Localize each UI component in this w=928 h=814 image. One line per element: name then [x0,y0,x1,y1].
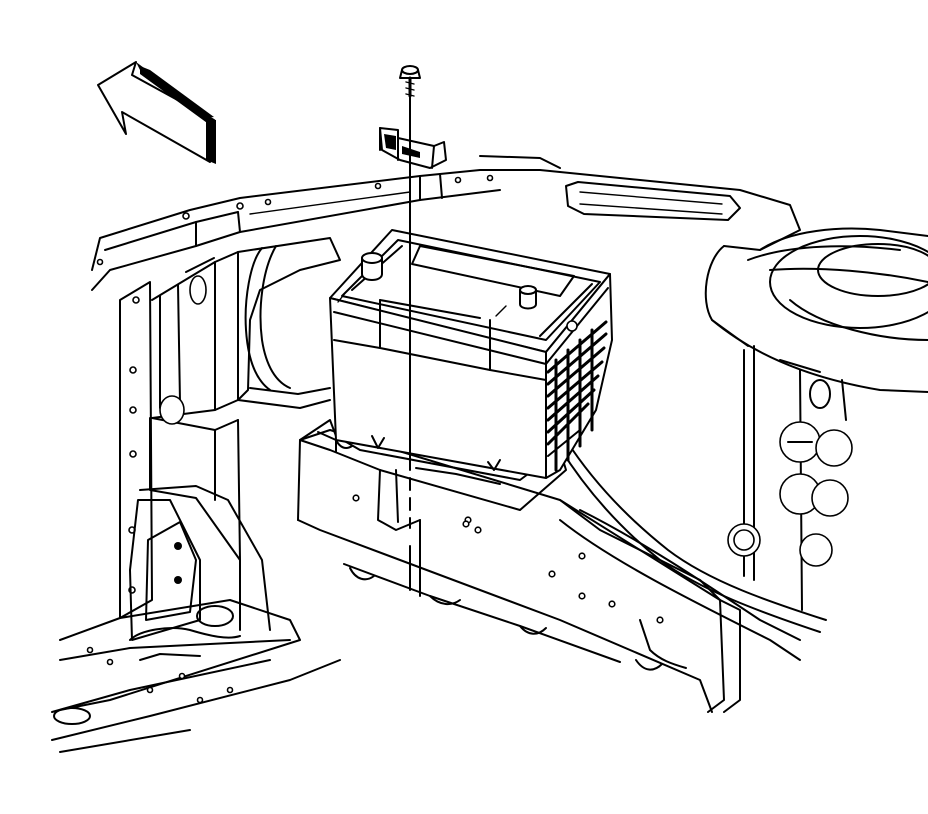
battery-side-ribs [546,320,608,472]
engine-compartment-frame [51,155,928,753]
hold-down-retainer [379,127,447,169]
direction-arrow-icon [97,61,216,164]
battery [329,229,613,479]
retainer-bolt [399,65,421,529]
